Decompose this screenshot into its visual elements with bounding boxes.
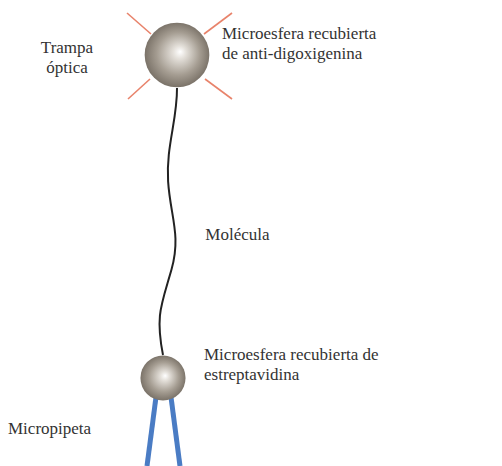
pipette-label: Micropipeta xyxy=(8,419,128,439)
trap-label: Trampa óptica xyxy=(22,38,112,78)
molecule-tether xyxy=(159,88,177,355)
trapped-bead: Microesfera recubierta de anti-digoxigen… xyxy=(144,22,210,88)
sphere-shape xyxy=(140,355,186,401)
sphere-shape xyxy=(144,22,210,88)
sphere-label: Microesfera recubierta de estreptavidina xyxy=(204,345,394,385)
pipette-bead: Microesfera recubierta de estreptavidina xyxy=(140,355,186,401)
sphere-label: Microesfera recubierta de anti-digoxigen… xyxy=(222,24,394,64)
tether-label: Molécula xyxy=(205,225,269,245)
